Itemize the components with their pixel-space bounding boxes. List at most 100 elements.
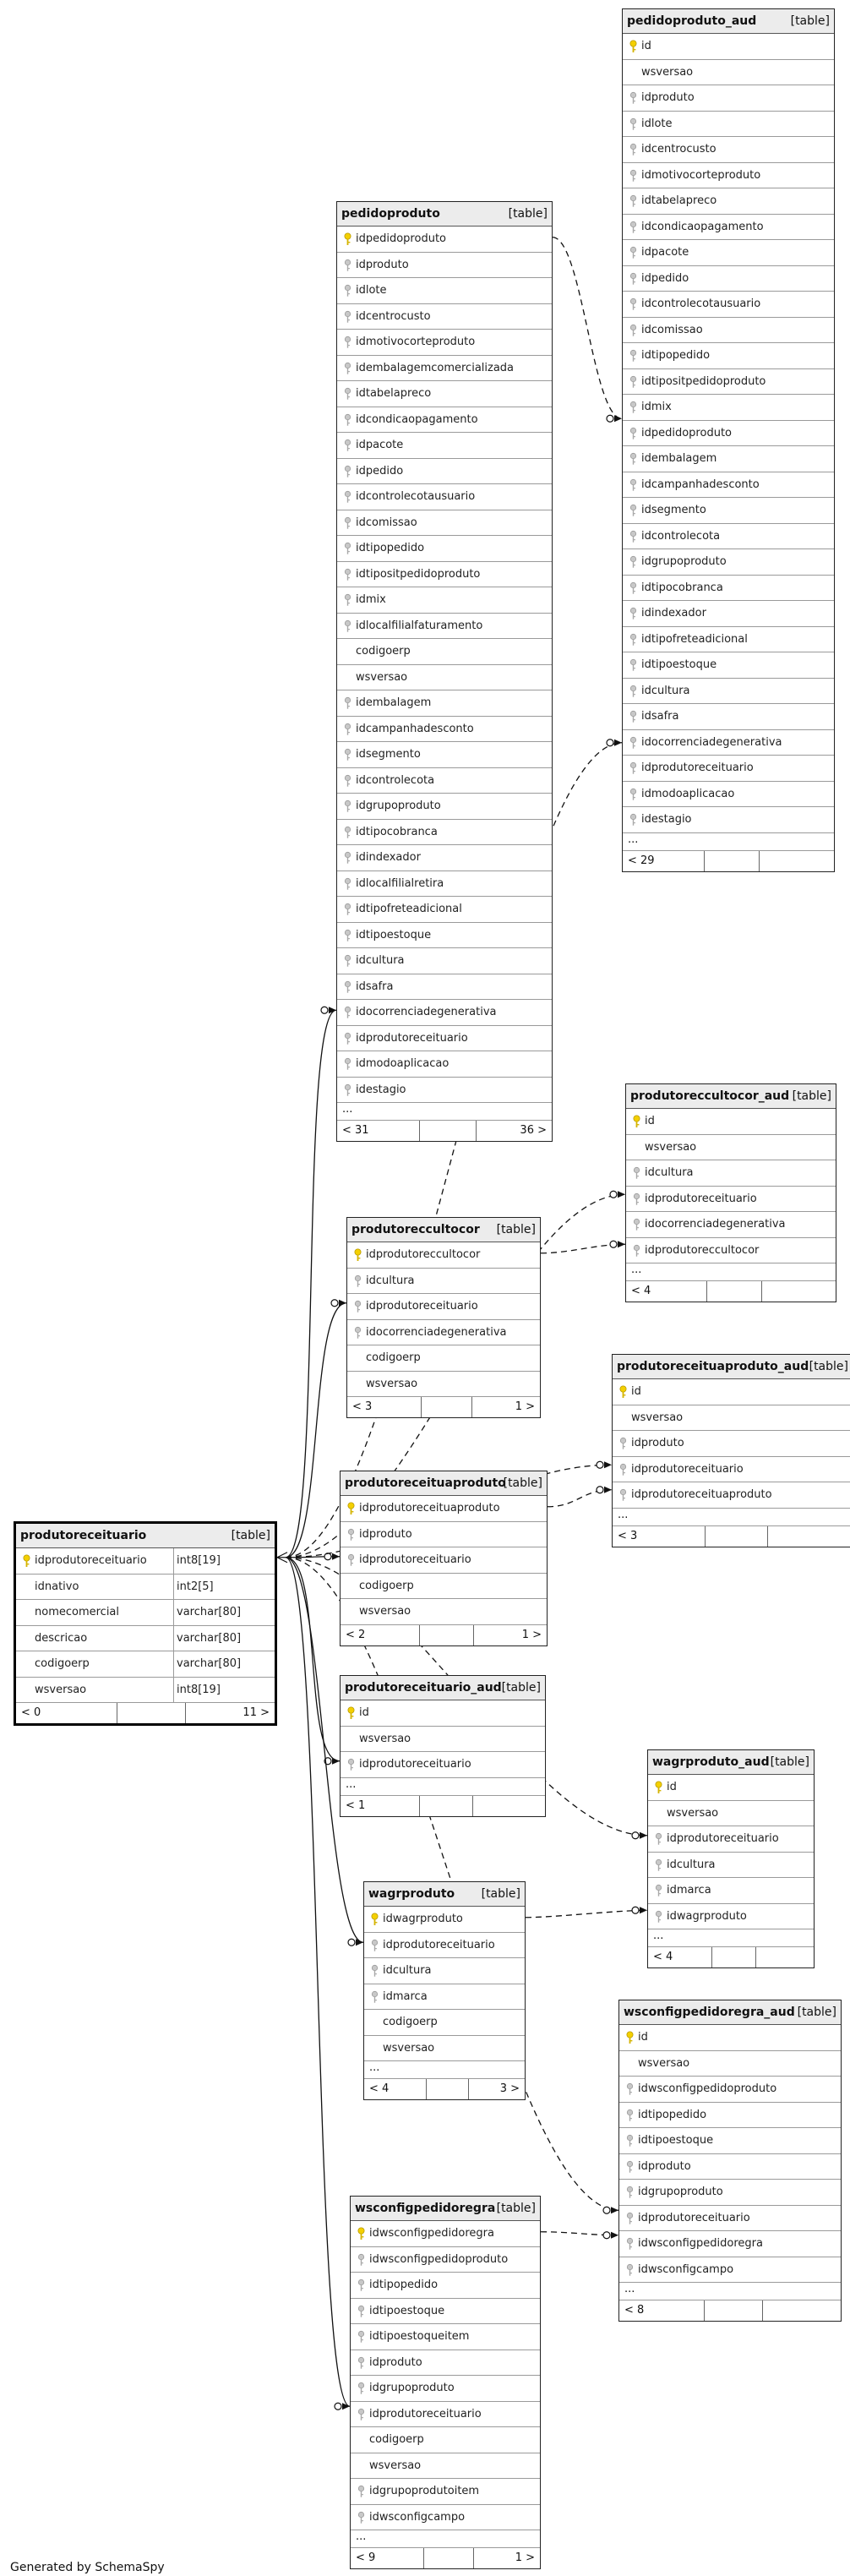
column-row[interactable]: idcampanhadesconto xyxy=(623,472,834,498)
column-row[interactable]: idmodoaplicacao xyxy=(337,1051,552,1078)
column-row[interactable]: codigoerp xyxy=(351,2427,540,2453)
column-row[interactable]: idprodutoreceituario xyxy=(351,2402,540,2427)
column-row[interactable]: idprodutoreceituario xyxy=(364,1933,525,1958)
column-row[interactable]: idcondicaopagamento xyxy=(623,215,834,240)
column-row[interactable]: idembalagem xyxy=(623,446,834,472)
table-wsconfigpedidoregra[interactable]: wsconfigpedidoregra[table]idwsconfigpedi… xyxy=(350,2196,541,2569)
column-row[interactable]: idproduto xyxy=(337,253,552,278)
column-row[interactable]: idproduto xyxy=(613,1431,850,1457)
column-row[interactable]: idproduto xyxy=(623,85,834,112)
parents-count[interactable]: < 4 xyxy=(369,2082,390,2095)
column-row[interactable]: idgrupoproduto xyxy=(623,549,834,576)
column-row[interactable]: idpacote xyxy=(623,240,834,266)
column-row[interactable]: idindexador xyxy=(337,845,552,871)
column-row[interactable]: idwsconfigcampo xyxy=(619,2257,841,2283)
column-row[interactable]: idtipoestoque xyxy=(351,2299,540,2324)
column-row[interactable]: id xyxy=(626,1109,836,1135)
column-row[interactable]: idtipositpedidoproduto xyxy=(337,562,552,587)
column-row[interactable]: idcultura xyxy=(364,1958,525,1984)
column-row[interactable]: idmotivocorteproduto xyxy=(337,330,552,356)
column-row[interactable]: idtipopedido xyxy=(351,2273,540,2299)
children-count[interactable]: 1 > xyxy=(515,1400,535,1413)
column-row[interactable]: wsversao xyxy=(347,1372,540,1397)
column-row[interactable]: idprodutoreceituario xyxy=(619,2206,841,2231)
column-row[interactable]: idwagrproduto xyxy=(364,1907,525,1933)
column-row[interactable]: idpedido xyxy=(337,459,552,484)
column-row[interactable]: idgrupoproduto xyxy=(619,2180,841,2206)
column-row[interactable]: idtipoestoque xyxy=(623,652,834,679)
column-row[interactable]: idprodutoreceituario xyxy=(648,1826,814,1853)
column-row[interactable]: idproduto xyxy=(619,2154,841,2180)
column-row[interactable]: idmodoaplicacao xyxy=(623,782,834,807)
column-row[interactable]: idocorrenciadegenerativa xyxy=(623,730,834,756)
column-row[interactable]: codigoerp xyxy=(341,1574,547,1599)
column-row[interactable]: idproduto xyxy=(351,2350,540,2376)
column-row[interactable]: idcomissao xyxy=(623,318,834,343)
column-row[interactable]: idprodutoreceituario xyxy=(337,1026,552,1051)
column-row[interactable]: wsversao xyxy=(341,1599,547,1625)
column-row[interactable]: idmix xyxy=(337,587,552,614)
column-row[interactable]: idsegmento xyxy=(337,742,552,768)
column-row[interactable]: idpedidoproduto xyxy=(623,421,834,446)
column-row[interactable]: wsversao xyxy=(351,2453,540,2479)
column-row[interactable]: idlote xyxy=(623,112,834,137)
column-row[interactable]: idpedidoproduto xyxy=(337,226,552,253)
children-count[interactable]: 36 > xyxy=(520,1124,547,1137)
column-row[interactable]: idestagio xyxy=(337,1078,552,1103)
parents-count[interactable]: < 29 xyxy=(628,854,655,867)
parents-count[interactable]: < 2 xyxy=(346,1628,366,1641)
column-row[interactable]: idgrupoproduto xyxy=(337,794,552,820)
column-row[interactable]: wsversao xyxy=(648,1801,814,1826)
parents-count[interactable]: < 31 xyxy=(342,1124,369,1137)
column-row[interactable]: idembalagemcomercializada xyxy=(337,356,552,381)
parents-count[interactable]: < 9 xyxy=(356,2551,376,2564)
column-row[interactable]: idembalagem xyxy=(337,690,552,717)
column-row[interactable]: idsafra xyxy=(623,704,834,730)
column-row[interactable]: wsversao xyxy=(364,2036,525,2061)
column-row[interactable]: idtipoestoque xyxy=(619,2128,841,2154)
column-row[interactable]: wsversao xyxy=(613,1405,850,1431)
column-row[interactable]: idmotivocorteproduto xyxy=(623,163,834,188)
column-row[interactable]: idprodutoreceituaproduto xyxy=(613,1482,850,1509)
column-row[interactable]: idindexador xyxy=(623,601,834,627)
column-row[interactable]: idwsconfigpedidoproduto xyxy=(619,2077,841,2103)
column-row[interactable]: idprodutoreceituario xyxy=(341,1752,545,1778)
column-row[interactable]: idcontrolecota xyxy=(337,768,552,794)
column-row[interactable]: idcultura xyxy=(648,1853,814,1878)
column-row[interactable]: wsversao xyxy=(341,1727,545,1752)
column-row[interactable]: idcultura xyxy=(347,1269,540,1294)
column-row[interactable]: idpacote xyxy=(337,433,552,459)
column-row[interactable]: wsversao xyxy=(623,60,834,85)
column-row[interactable]: idocorrenciadegenerativa xyxy=(347,1320,540,1345)
column-row[interactable]: idestagio xyxy=(623,807,834,833)
column-row[interactable]: idprodutoreceituario xyxy=(613,1457,850,1482)
column-row[interactable]: idmix xyxy=(623,395,834,421)
column-row[interactable]: idtabelapreco xyxy=(337,381,552,407)
column-row[interactable]: idcentrocusto xyxy=(337,304,552,330)
column-row[interactable]: idtipositpedidoproduto xyxy=(623,369,834,395)
column-row[interactable]: idtipoestoque xyxy=(337,923,552,948)
column-row[interactable]: idtipocobranca xyxy=(337,820,552,845)
parents-count[interactable]: < 3 xyxy=(618,1529,638,1542)
column-row[interactable]: idtipocobranca xyxy=(623,576,834,601)
column-row[interactable]: codigoerp xyxy=(364,2010,525,2036)
parents-count[interactable]: < 8 xyxy=(624,2304,645,2317)
column-row[interactable]: idmarca xyxy=(364,1984,525,2010)
column-row[interactable]: idproduto xyxy=(341,1522,547,1547)
column-row[interactable]: idmarca xyxy=(648,1878,814,1904)
column-row[interactable]: id xyxy=(613,1379,850,1405)
column-row[interactable]: idocorrenciadegenerativa xyxy=(337,1000,552,1026)
column-row[interactable]: idwsconfigpedidoproduto xyxy=(351,2247,540,2273)
parents-count[interactable]: < 4 xyxy=(631,1285,651,1297)
column-row[interactable]: idtabelapreco xyxy=(623,188,834,215)
